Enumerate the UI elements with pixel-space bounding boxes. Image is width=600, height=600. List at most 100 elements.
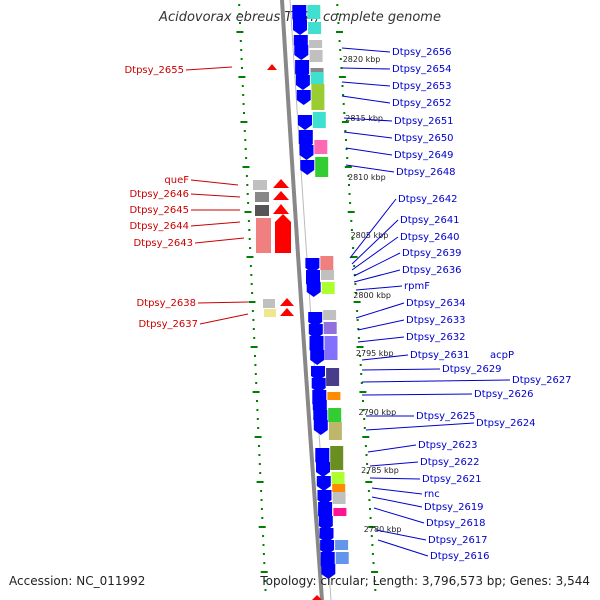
gene-label-right[interactable]: Dtpsy_2636 — [402, 265, 462, 276]
reverse-gene-arrow[interactable] — [298, 130, 313, 149]
reverse-gene-arrow[interactable] — [316, 462, 330, 477]
reverse-gene-arrow[interactable] — [310, 350, 325, 365]
feature-box — [324, 336, 338, 360]
reverse-gene-arrow[interactable] — [313, 420, 328, 435]
gene-label-right[interactable]: Dtpsy_2633 — [406, 315, 466, 326]
gene-label-right[interactable]: Dtpsy_2649 — [394, 150, 454, 161]
gene-label-left[interactable]: Dtpsy_2638 — [136, 298, 196, 309]
feature-box — [335, 540, 349, 550]
reverse-gene-arrow[interactable] — [300, 160, 315, 175]
gene-arrow-2655[interactable] — [267, 64, 277, 70]
feature-box — [309, 50, 323, 62]
gene-label-right[interactable]: Dtpsy_2632 — [406, 332, 466, 343]
gene-label-right[interactable]: Dtpsy_2616 — [430, 551, 490, 562]
gene-label-right[interactable]: Dtpsy_2656 — [392, 47, 452, 58]
gene-label-right[interactable]: Dtpsy_2617 — [428, 535, 488, 546]
gene-label-right[interactable]: Dtpsy_2631 — [410, 350, 470, 361]
feature-box — [309, 40, 323, 48]
reverse-gene-arrow[interactable] — [296, 90, 311, 105]
gene-label-left[interactable]: Dtpsy_2645 — [129, 205, 189, 216]
kbp-marker: 2805 kbp — [351, 231, 389, 240]
reverse-gene-arrow[interactable] — [318, 516, 333, 531]
gene-label-left[interactable]: Dtpsy_2643 — [133, 238, 193, 249]
reverse-gene-arrow[interactable] — [305, 258, 320, 273]
reverse-gene-arrow[interactable] — [295, 60, 310, 79]
gene-label-right[interactable]: Dtpsy_2621 — [422, 474, 482, 485]
reverse-gene-arrow[interactable] — [316, 476, 331, 491]
reverse-gene-arrow[interactable] — [306, 282, 321, 297]
gene-arrow-queF[interactable] — [273, 179, 289, 188]
gene-label-right[interactable]: Dtpsy_2652 — [392, 98, 452, 109]
gene-arrow-2637[interactable] — [280, 308, 294, 316]
forward-strand-features — [253, 64, 322, 600]
gene-label-right[interactable]: Dtpsy_2640 — [400, 232, 460, 243]
feature-box — [312, 112, 326, 128]
gene-label-right[interactable]: Dtpsy_2642 — [398, 194, 458, 205]
gene-label-right[interactable]: Dtpsy_2622 — [420, 457, 480, 468]
reverse-gene-arrow[interactable] — [299, 145, 314, 160]
reverse-gene-arrow[interactable] — [308, 312, 323, 327]
gene-label-right[interactable]: Dtpsy_2625 — [416, 411, 476, 422]
genome-backbone — [280, 0, 324, 600]
gene-label-left[interactable]: Dtpsy_2644 — [129, 221, 189, 232]
feature-box — [320, 256, 334, 270]
kbp-marker: 2785 kbp — [361, 466, 399, 475]
gene-label-right[interactable]: Dtpsy_2639 — [402, 248, 462, 259]
feature-box — [330, 446, 344, 470]
feature-box — [315, 157, 329, 177]
gene-label-right[interactable]: Dtpsy_2653 — [392, 81, 452, 92]
reverse-gene-arrow[interactable] — [317, 490, 332, 505]
gene-label-right[interactable]: rpmF — [404, 281, 430, 292]
gene-label-right[interactable]: Dtpsy_2629 — [442, 364, 502, 375]
reverse-gene-arrow[interactable] — [294, 45, 309, 60]
gene-label-left[interactable]: queF — [164, 175, 189, 186]
reverse-gene-arrow[interactable] — [308, 324, 323, 339]
reverse-gene-arrow[interactable] — [295, 75, 310, 90]
gene-label-right[interactable]: Dtpsy_2648 — [396, 167, 456, 178]
gene-label-right[interactable]: Dtpsy_2618 — [426, 518, 486, 529]
reverse-gene-arrow[interactable] — [293, 20, 307, 35]
reverse-gene-arrow[interactable] — [292, 5, 307, 24]
gene-label-right[interactable]: Dtpsy_2624 — [476, 418, 536, 429]
feature-box — [326, 368, 340, 386]
reverse-gene-arrow[interactable] — [311, 366, 325, 381]
kbp-marker: 2795 kbp — [356, 349, 394, 358]
gene-arrow-2645[interactable] — [273, 204, 289, 214]
gene-label-right[interactable]: Dtpsy_2627 — [512, 375, 572, 386]
gene-label-right[interactable]: Dtpsy_2641 — [400, 215, 460, 226]
kbp-marker: 2800 kbp — [353, 291, 391, 300]
gene-arrow-2638[interactable] — [280, 298, 294, 306]
gene-label-right[interactable]: Dtpsy_2651 — [394, 116, 454, 127]
gene-arrow-bottom[interactable] — [312, 595, 322, 600]
feature-box — [311, 84, 325, 110]
gene-arrow-2643[interactable] — [275, 214, 291, 253]
feature-box — [263, 299, 275, 308]
reverse-gene-arrow[interactable] — [298, 115, 312, 130]
gene-label-right[interactable]: rnc — [424, 489, 440, 500]
gene-label-left[interactable]: Dtpsy_2655 — [124, 65, 184, 76]
feature-box — [256, 218, 271, 253]
gene-label-right[interactable]: acpP — [490, 350, 514, 361]
gene-label-right[interactable]: Dtpsy_2626 — [474, 389, 534, 400]
kbp-marker: 2780 kbp — [364, 525, 402, 534]
feature-box — [323, 322, 337, 334]
reverse-gene-arrow[interactable] — [311, 378, 326, 393]
feature-box — [321, 282, 335, 294]
kbp-marker: 2810 kbp — [348, 173, 386, 182]
gene-label-right[interactable]: Dtpsy_2634 — [406, 298, 466, 309]
reverse-gene-arrow[interactable] — [319, 528, 334, 543]
gene-label-right[interactable]: Dtpsy_2623 — [418, 440, 478, 451]
gene-label-right[interactable]: Dtpsy_2654 — [392, 64, 452, 75]
reverse-gene-arrow[interactable] — [320, 540, 335, 555]
reverse-gene-arrow[interactable] — [321, 564, 336, 579]
gene-arrow-2646[interactable] — [273, 191, 289, 200]
gene-label-left[interactable]: Dtpsy_2646 — [129, 189, 189, 200]
feature-box — [314, 140, 328, 154]
gene-label-right[interactable]: Dtpsy_2619 — [424, 502, 484, 513]
gene-label-right[interactable]: Dtpsy_2650 — [394, 133, 454, 144]
feature-box — [253, 180, 267, 190]
kbp-marker: 2790 kbp — [359, 408, 397, 417]
gene-label-left[interactable]: Dtpsy_2637 — [138, 319, 198, 330]
feature-box — [310, 72, 324, 84]
